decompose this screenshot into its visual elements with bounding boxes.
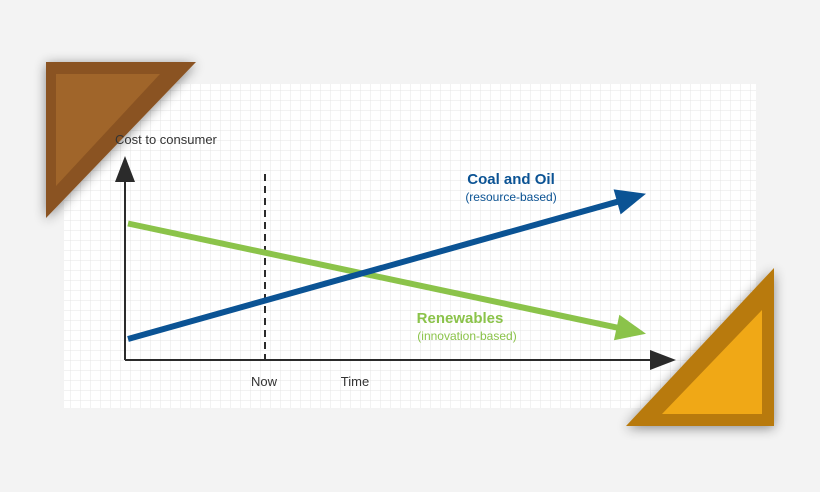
series-label-renewables: Renewables	[417, 310, 504, 327]
series-label-coal-and-oil: Coal and Oil	[467, 171, 555, 188]
series-sublabel-coal-and-oil: (resource-based)	[465, 190, 556, 204]
corner-decoration-bottom-right	[626, 268, 774, 426]
y-axis-label: Cost to consumer	[115, 132, 218, 147]
series-line-coal-and-oil	[127, 198, 620, 342]
x-axis-arrow	[650, 350, 676, 370]
corner-decoration-top-left	[46, 62, 196, 218]
x-tick-label-time: Time	[341, 374, 369, 389]
series-line-renewables	[127, 220, 620, 331]
x-tick-label-now: Now	[251, 374, 278, 389]
series-arrowhead-coal-and-oil	[613, 189, 646, 215]
series-arrowhead-renewables	[613, 314, 646, 341]
y-axis-arrow	[115, 156, 135, 182]
chart-grid	[64, 84, 756, 408]
series-sublabel-renewables: (innovation-based)	[417, 329, 516, 343]
